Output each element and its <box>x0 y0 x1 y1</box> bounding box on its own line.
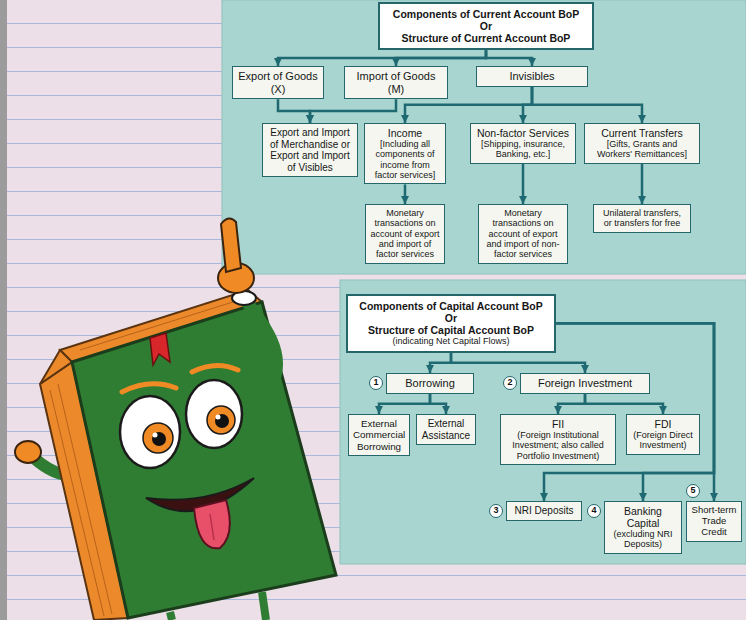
process-box: Monetary transactions on account of expo… <box>478 204 568 264</box>
connector-arrow <box>451 353 585 374</box>
heading-box: Components of Current Account BoPOrStruc… <box>378 2 594 50</box>
box-text: (excluding NRI Deposits) <box>609 529 677 550</box>
process-box: Income[Including all components of incom… <box>364 123 446 184</box>
process-box: Export and Import of Merchandise or Expo… <box>262 123 358 177</box>
connector-arrow <box>532 87 642 123</box>
box-text: [Shipping, insurance, Banking, etc.] <box>475 139 571 160</box>
box-text: Income <box>369 127 441 139</box>
box-text: Monetary transactions on account of expo… <box>370 208 440 260</box>
callout-number: 4 <box>587 504 601 518</box>
box-text: [Including all components of income from… <box>369 139 441 180</box>
connector-arrow <box>278 50 486 66</box>
process-box: Non-factor Services[Shipping, insurance,… <box>470 123 576 164</box>
box-text: Banking Capital <box>609 505 677 529</box>
box-text: Borrowing <box>391 377 469 390</box>
box-text: Or <box>353 312 549 324</box>
connector-arrow <box>310 99 396 123</box>
box-text: (Foreign Direct Investment) <box>631 430 695 451</box>
box-text: Components of Current Account BoP <box>385 8 587 20</box>
callout-number: 1 <box>369 376 383 390</box>
connector-arrow <box>396 50 486 66</box>
box-text: External Assistance <box>421 418 471 441</box>
process-box: Banking Capital(excluding NRI Deposits) <box>604 501 682 554</box>
box-text: Structure of Current Account BoP <box>385 32 587 44</box>
box-text: Unilateral transfers, or transfers for f… <box>598 208 686 229</box>
callout-number: 2 <box>503 376 517 390</box>
connector-arrow <box>430 353 451 374</box>
box-text: Import of Goods (M) <box>349 70 443 95</box>
process-box: NRI Deposits <box>506 501 582 521</box>
process-box: FDI(Foreign Direct Investment) <box>626 414 700 455</box>
box-text: Or <box>385 20 587 32</box>
connector-arrow <box>430 394 446 414</box>
callout-number: 5 <box>686 484 700 498</box>
process-box: External Assistance <box>416 414 476 445</box>
box-text: (indicating Net Capital Flows) <box>353 336 549 346</box>
process-box: Export of Goods (X) <box>232 66 324 99</box>
connector-arrow <box>522 164 525 204</box>
connector-arrow <box>404 184 407 204</box>
box-text: Invisibles <box>481 70 583 83</box>
connector-arrow <box>544 323 714 501</box>
diagram-panel <box>222 0 746 274</box>
box-text: Export and Import of Merchandise or Expo… <box>267 127 353 173</box>
box-text: Structure of Capital Account BoP <box>353 324 549 336</box>
process-box: Import of Goods (M) <box>344 66 448 99</box>
process-box: FII(Foreign Institutional Investment; al… <box>500 414 616 465</box>
process-box: External Commercial Borrowing <box>348 414 410 456</box>
connector-arrow <box>278 99 310 123</box>
connector-arrow <box>379 394 430 414</box>
box-text: Monetary transactions on account of expo… <box>483 208 563 260</box>
box-text: Export of Goods (X) <box>237 70 319 95</box>
heading-box: Components of Capital Account BoPOrStruc… <box>346 294 556 353</box>
box-text: Foreign Investment <box>525 377 645 390</box>
connector-arrow <box>523 87 532 123</box>
box-text: Current Transfers <box>589 127 695 139</box>
connector-arrow <box>556 323 714 501</box>
box-text: NRI Deposits <box>511 505 577 517</box>
box-text: (Foreign Institutional Investment; also … <box>505 430 611 461</box>
process-box: Current Transfers[Gifts, Grants and Work… <box>584 123 700 164</box>
connector-arrow <box>556 323 714 501</box>
process-box: Invisibles <box>476 66 588 87</box>
connector-arrow <box>641 164 644 204</box>
process-box: Short-term Trade Credit <box>686 501 742 542</box>
box-text: Non-factor Services <box>475 127 571 139</box>
connector-arrow <box>585 394 663 414</box>
diagram-panel <box>340 280 746 564</box>
box-text: External Commercial Borrowing <box>353 418 405 452</box>
book-character <box>15 218 336 620</box>
process-box: Foreign Investment <box>520 373 650 394</box>
box-text: FII <box>505 418 611 430</box>
box-text: Components of Capital Account BoP <box>353 300 549 312</box>
box-text: FDI <box>631 418 695 430</box>
box-text: Short-term Trade Credit <box>689 505 739 538</box>
process-box: Monetary transactions on account of expo… <box>365 204 445 264</box>
callout-number: 3 <box>489 504 503 518</box>
page-binding <box>0 0 7 620</box>
connector-arrow <box>486 50 532 66</box>
connector-arrow <box>558 394 585 414</box>
box-text: [Gifts, Grants and Workers' Remittances] <box>589 139 695 160</box>
process-box: Unilateral transfers, or transfers for f… <box>593 204 691 233</box>
process-box: Borrowing <box>386 373 474 394</box>
